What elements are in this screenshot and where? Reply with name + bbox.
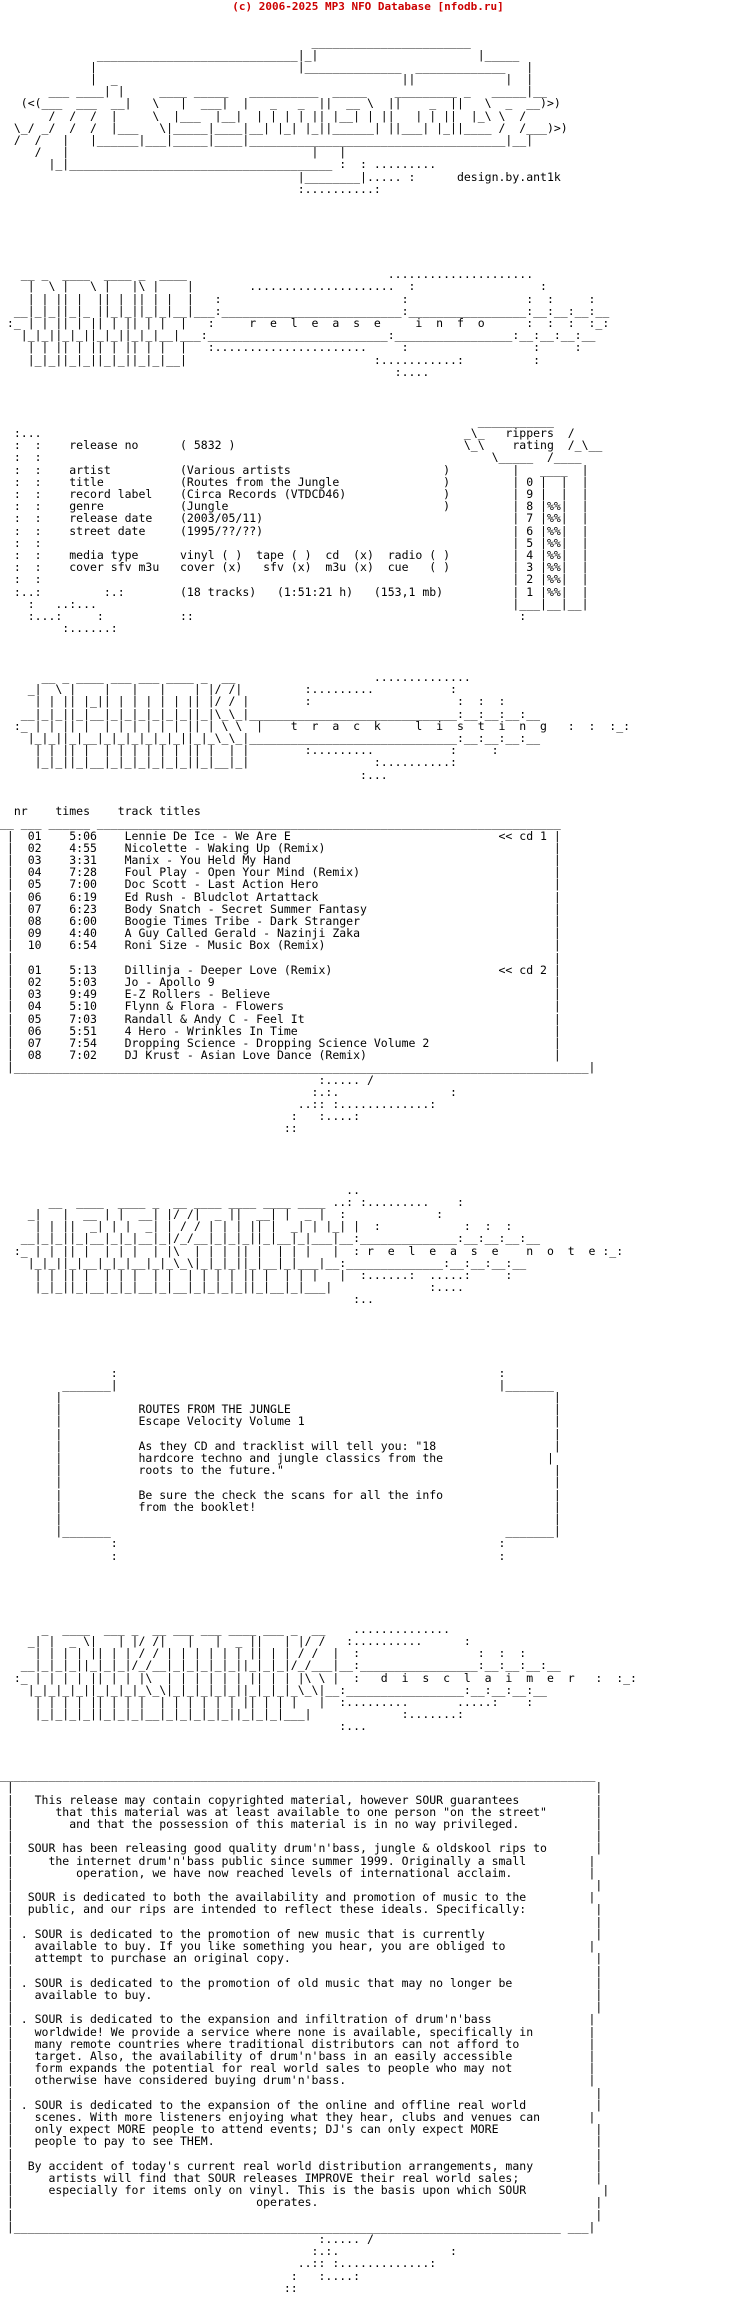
nfo-text: _______________________ ________________…	[0, 35, 637, 2295]
site-header: (c) 2006-2025 MP3 NFO Database [nfodb.ru…	[232, 0, 504, 13]
